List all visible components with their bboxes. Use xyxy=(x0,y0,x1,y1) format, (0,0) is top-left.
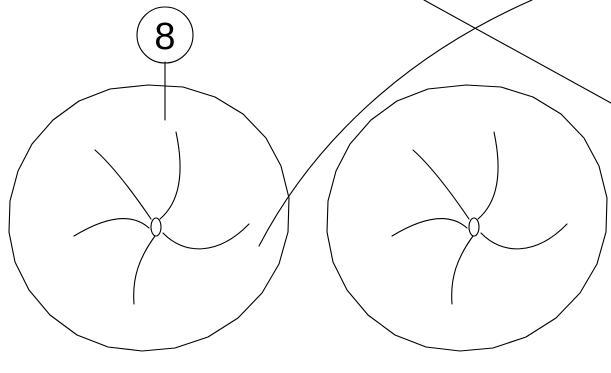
left-impeller-wheel xyxy=(8,84,290,352)
left-wheel-blade xyxy=(133,235,156,305)
right-wheel-blade xyxy=(451,235,474,305)
left-wheel-hub xyxy=(150,217,162,237)
curved-cable-line xyxy=(258,0,533,247)
right-wheel-rim xyxy=(326,84,608,352)
right-wheel-blade xyxy=(480,223,568,250)
right-wheel-hub xyxy=(468,217,480,237)
right-wheel-blade xyxy=(391,218,468,237)
right-wheel-blade xyxy=(412,149,470,220)
left-wheel-blade xyxy=(159,131,181,220)
diagonal-guide-line xyxy=(423,0,611,104)
right-wheel-blade xyxy=(477,131,499,220)
right-impeller-wheel xyxy=(326,84,608,352)
left-wheel-blade xyxy=(73,218,150,237)
left-wheel-blade xyxy=(94,149,152,220)
callout-circle xyxy=(136,6,194,64)
callout-number-label: 8 xyxy=(154,16,175,58)
left-wheel-rim xyxy=(8,84,290,352)
left-wheel-blade xyxy=(162,223,250,250)
